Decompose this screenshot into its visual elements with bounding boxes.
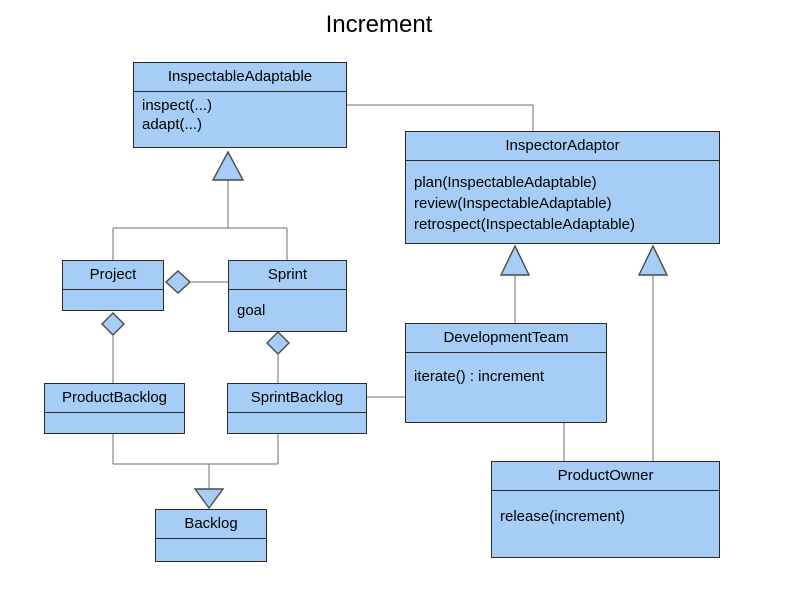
class-members bbox=[228, 413, 366, 433]
member-line: review(InspectableAdaptable) bbox=[414, 195, 612, 212]
member-line: release(increment) bbox=[500, 508, 626, 525]
aggregation-diamond-icon bbox=[164, 270, 192, 294]
member-line: plan(InspectableAdaptable) bbox=[414, 174, 597, 191]
diagram-title: Increment bbox=[325, 11, 433, 38]
class-name: DevelopmentTeam bbox=[406, 324, 606, 353]
class-backlog[interactable]: Backlog bbox=[155, 509, 267, 562]
class-development-team[interactable]: DevelopmentTeam iterate() : increment bbox=[405, 323, 607, 423]
class-members: plan(InspectableAdaptable) review(Inspec… bbox=[406, 161, 719, 243]
class-sprint-backlog[interactable]: SprintBacklog bbox=[227, 383, 367, 434]
class-name: Backlog bbox=[156, 510, 266, 539]
class-members: inspect(...) adapt(...) bbox=[134, 92, 346, 147]
class-inspector-adaptor[interactable]: InspectorAdaptor plan(InspectableAdaptab… bbox=[405, 131, 720, 244]
class-members: goal bbox=[229, 290, 346, 331]
member-line: retrospect(InspectableAdaptable) bbox=[414, 216, 635, 233]
class-name: ProductOwner bbox=[492, 462, 719, 491]
generalization-arrow-icon bbox=[499, 244, 531, 276]
generalization-arrow-icon bbox=[193, 488, 225, 510]
generalization-arrow-icon bbox=[637, 244, 669, 276]
aggregation-diamond-icon bbox=[266, 331, 290, 355]
class-members bbox=[156, 539, 266, 561]
class-product-owner[interactable]: ProductOwner release(increment) bbox=[491, 461, 720, 558]
member-line: inspect(...) bbox=[142, 97, 213, 114]
member-line: goal bbox=[237, 302, 266, 319]
generalization-arrow-icon bbox=[211, 150, 245, 181]
class-product-backlog[interactable]: ProductBacklog bbox=[44, 383, 185, 434]
class-members bbox=[45, 413, 184, 433]
class-sprint[interactable]: Sprint goal bbox=[228, 260, 347, 332]
class-name: SprintBacklog bbox=[228, 384, 366, 413]
class-name: ProductBacklog bbox=[45, 384, 184, 413]
aggregation-diamond-icon bbox=[101, 312, 125, 336]
class-name: Project bbox=[63, 261, 163, 290]
class-inspectable-adaptable[interactable]: InspectableAdaptable inspect(...) adapt(… bbox=[133, 62, 347, 148]
class-project[interactable]: Project bbox=[62, 260, 164, 311]
class-name: InspectorAdaptor bbox=[406, 132, 719, 161]
class-members: iterate() : increment bbox=[406, 353, 606, 422]
class-members bbox=[63, 290, 163, 310]
class-members: release(increment) bbox=[492, 491, 719, 557]
class-name: InspectableAdaptable bbox=[134, 63, 346, 92]
class-name: Sprint bbox=[229, 261, 346, 290]
member-line: adapt(...) bbox=[142, 116, 203, 133]
member-line: iterate() : increment bbox=[414, 368, 545, 385]
